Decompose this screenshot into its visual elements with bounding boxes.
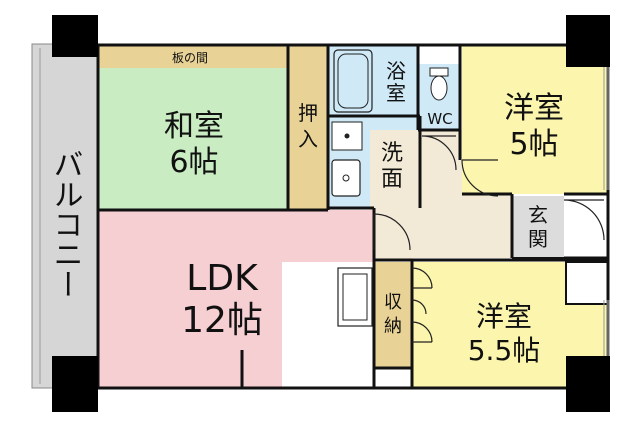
storage-label-2: 納 [384,316,402,337]
wc-label: WC [427,110,452,128]
ldk-size: 12帖 [181,300,263,341]
entrance-label-1: 玄 [528,203,548,227]
wash-basin-drain [342,174,350,182]
pillar-bottom-left [52,356,98,412]
bathtub-inner [337,53,369,109]
entrance [512,196,564,258]
toilet-tank [429,67,449,77]
wood-floor-strip [98,46,288,68]
entrance-label-2: 関 [528,227,548,251]
tatami-room-size: 6帖 [169,145,218,180]
closet-label-1: 押 [298,101,318,125]
door-swings [373,135,605,343]
balcony-label: バルコニー [48,149,83,299]
pillar-bottom-right [566,356,610,412]
storage [374,262,412,368]
washroom-label-1: 洗 [381,141,403,166]
pillar-top-left [52,15,98,57]
tatami-room [98,68,288,210]
closet-label-2: 入 [298,127,318,151]
western-room-1-name: 洋室 [504,91,564,126]
closet [288,46,328,210]
ldk-name: LDK [186,258,259,299]
toilet-bowl [430,75,448,101]
pillar-top-right [566,15,610,67]
bath-label-1: 浴 [386,59,406,83]
kitchen-sink-basin [342,273,368,321]
tatami-room-name: 和室 [164,109,224,144]
bath-label-2: 室 [386,81,406,105]
western-room-1-size: 5帖 [509,127,558,162]
western-room-2-name: 洋室 [476,300,532,333]
western-2-closet [565,261,609,305]
western-room-1 [462,46,608,194]
storage-label-1: 収 [384,292,402,313]
wood-floor-label: 板の間 [172,51,208,65]
western-room-2-size: 5.5帖 [468,334,541,367]
washroom-label-2: 面 [381,167,403,192]
hallway-lower [370,208,412,260]
balcony-area [31,43,99,389]
washer-drain [344,133,350,139]
